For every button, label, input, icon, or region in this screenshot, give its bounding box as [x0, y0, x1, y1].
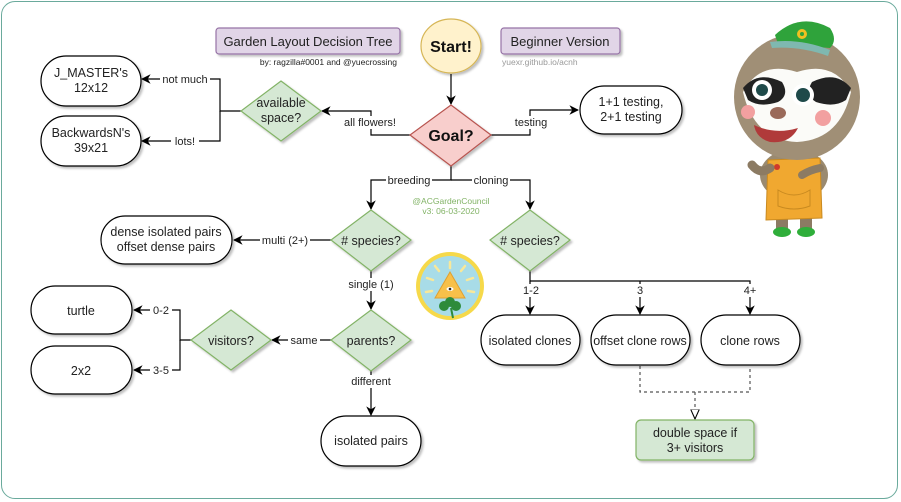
site-link[interactable]: yuexr.github.io/acnh	[502, 57, 578, 67]
page-title: Garden Layout Decision Tree	[223, 34, 392, 49]
turtle-node	[30, 285, 133, 335]
goal-label: Goal?	[428, 128, 473, 145]
label-3: 3	[637, 285, 643, 297]
label-3-5: 3-5	[153, 365, 169, 377]
jmaster-line2: 12x12	[74, 81, 108, 95]
isolated-pairs-label: isolated pairs	[334, 434, 408, 448]
visitors-label: visitors?	[208, 334, 254, 348]
breed-species-label: # species?	[341, 234, 401, 248]
terminal-shapes	[30, 55, 801, 467]
edge-3-5	[133, 340, 181, 375]
label-multi: multi (2+)	[262, 235, 308, 247]
breed-species-node	[330, 209, 412, 272]
two-by-two-label: 2x2	[71, 364, 91, 378]
start-node	[420, 18, 482, 74]
label-cloning: cloning	[474, 175, 509, 187]
parents-label: parents?	[347, 334, 396, 348]
testing-result-line2: 2+1 testing	[600, 110, 662, 124]
decision-shapes	[190, 80, 571, 372]
clone-species-node	[489, 209, 571, 272]
label-testing: testing	[515, 117, 547, 129]
goal-node	[408, 104, 492, 167]
jmaster-line1: J_MASTER's	[54, 66, 128, 80]
double-space-node	[635, 419, 755, 461]
isolated-pairs-node	[320, 415, 422, 467]
testing-result-line1: 1+1 testing,	[599, 95, 664, 109]
dashed-edges	[639, 366, 751, 419]
title-box	[215, 27, 401, 55]
garden-council-emblem	[416, 252, 484, 320]
backwards-node	[40, 115, 142, 167]
clone-rows-label: clone rows	[720, 334, 780, 348]
label-different: different	[351, 376, 391, 388]
label-breeding: breeding	[388, 175, 431, 187]
sloth-mascot-image	[734, 21, 860, 237]
council-handle: @ACGardenCouncil	[412, 196, 489, 206]
isolated-clones-node	[480, 314, 581, 366]
available-space-line1: available	[256, 96, 305, 110]
available-space-node	[240, 80, 322, 142]
isolated-clones-label: isolated clones	[489, 334, 572, 348]
testing-result-node	[579, 85, 683, 135]
available-space-line2: space?	[261, 111, 301, 125]
backwards-line2: 39x21	[74, 141, 108, 155]
start-label: Start!	[430, 39, 472, 56]
label-0-2: 0-2	[153, 305, 169, 317]
label-same: same	[291, 335, 318, 347]
label-single: single (1)	[348, 279, 393, 291]
offset-clone-rows-node	[590, 314, 691, 366]
edge-dashed-merge	[639, 366, 751, 393]
parents-node	[330, 309, 412, 372]
label-1-2: 1-2	[523, 285, 539, 297]
dense-pairs-line2: offset dense pairs	[117, 240, 215, 254]
two-by-two-node	[30, 345, 133, 395]
clone-rows-node	[700, 314, 801, 366]
version-box	[500, 27, 621, 55]
label-not-much: not much	[162, 74, 207, 86]
label-all-flowers: all flowers!	[344, 117, 396, 129]
version-label: Beginner Version	[510, 34, 609, 49]
offset-clone-rows-label: offset clone rows	[593, 334, 687, 348]
dense-pairs-node	[100, 215, 233, 265]
edge-labels: not much lots! all flowers! testing bree…	[150, 73, 760, 388]
clone-species-label: # species?	[500, 234, 560, 248]
visitors-node	[190, 309, 272, 371]
dense-pairs-line1: dense isolated pairs	[110, 225, 221, 239]
authors-credit: by: ragzilla#0001 and @yuecrossing	[260, 57, 397, 67]
label-lots: lots!	[175, 136, 195, 148]
double-space-line2: 3+ visitors	[667, 441, 724, 455]
turtle-label: turtle	[67, 304, 95, 318]
backwards-line1: BackwardsN's	[52, 126, 131, 140]
double-space-line1: double space if	[653, 426, 738, 440]
label-4plus: 4+	[744, 285, 757, 297]
jmaster-node	[40, 55, 142, 107]
edge-lots	[141, 111, 221, 146]
version-date: v3: 06-03-2020	[422, 206, 479, 216]
